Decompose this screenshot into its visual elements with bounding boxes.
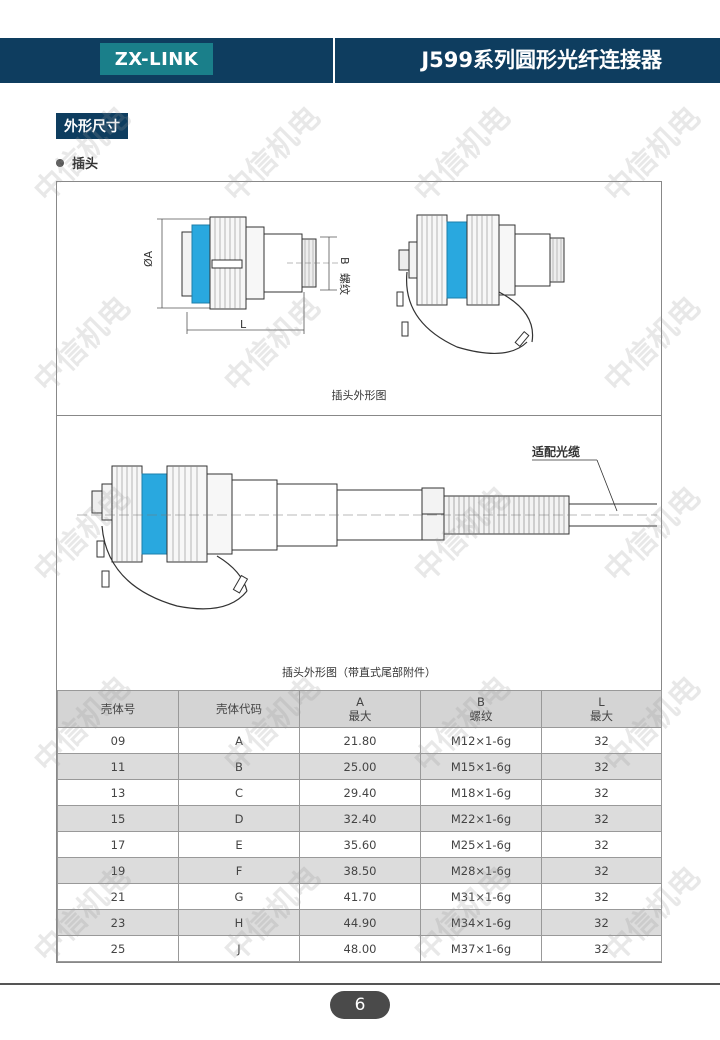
dimension-l: L [240,318,247,331]
header-divider [333,38,335,83]
dimension-b: B [338,257,351,265]
subsection-heading: 插头 [56,153,98,172]
plug-with-backshell-drawing: 适配光缆 [77,444,657,610]
bullet-dot-icon [56,158,64,167]
brand-logo: ZX-LINK [100,43,213,75]
dimension-thread: 螺纹 [338,273,352,295]
dimension-dia-a: ØA [142,250,155,267]
figure-caption-2: 插头外形图（带直式尾部附件） [282,666,436,679]
header-shell-code: 壳体代码 [178,690,300,728]
cable-label: 适配光缆 [532,444,580,459]
frame-divider [57,415,661,416]
section-title: 外形尺寸 [56,113,128,139]
header-bar: ZX-LINK J599系列圆形光纤连接器 [0,38,720,83]
page-title: J599系列圆形光纤连接器 [421,48,662,72]
figure-caption-1: 插头外形图 [331,389,387,402]
brand-area: ZX-LINK [100,38,213,83]
subsection-label: 插头 [72,157,99,172]
figure-frame: ØA L B 螺纹 [56,181,662,963]
page-number: 6 [330,991,390,1019]
footer-divider [0,983,720,985]
header-shell-size: 壳体号 [57,690,179,728]
plug-outline-drawing: ØA L B 螺纹 [142,214,565,355]
